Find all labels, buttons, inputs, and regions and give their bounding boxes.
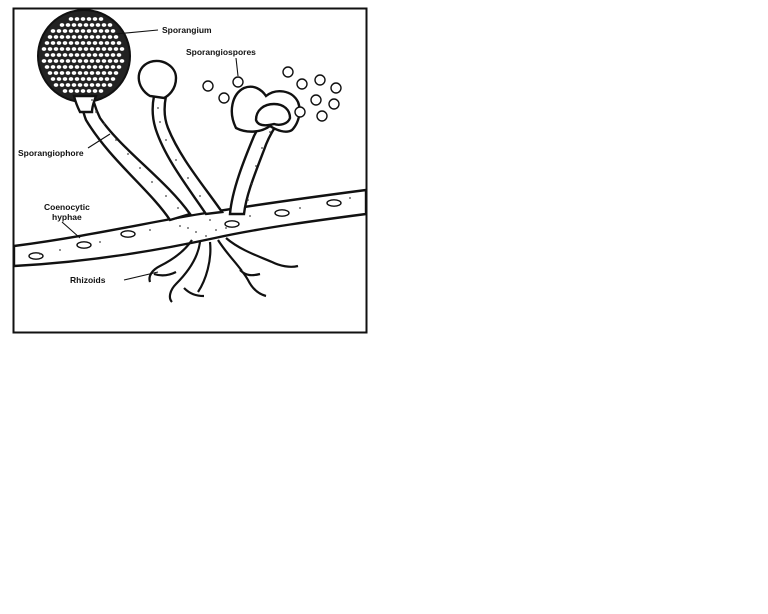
leader-sporangiospores (235, 57, 239, 77)
leader-sporangium (115, 29, 159, 35)
hypha-nuclei (28, 199, 342, 260)
sporangium-spores (41, 17, 125, 93)
label-sporangium: Sporangium (162, 25, 212, 35)
columella (254, 102, 292, 127)
stalk-texture (39, 99, 351, 255)
label-coenocytic: Coenocytic (44, 202, 90, 212)
label-rhizoids: Rhizoids (70, 275, 106, 285)
label-sporangiophore: Sporangiophore (18, 148, 84, 158)
young-sporangium (137, 59, 178, 100)
rhizoids (148, 237, 299, 303)
released-sporangiospores (202, 66, 342, 122)
label-sporangiospores: Sporangiospores (186, 47, 256, 57)
columella-neck (72, 94, 98, 114)
leader-rhizoids (123, 271, 159, 281)
leader-sporangiophore (87, 133, 111, 149)
label-hyphae: hyphae (52, 212, 82, 222)
horizontal-hypha (12, 188, 368, 268)
leader-coenocytic-hyphae (61, 221, 81, 239)
